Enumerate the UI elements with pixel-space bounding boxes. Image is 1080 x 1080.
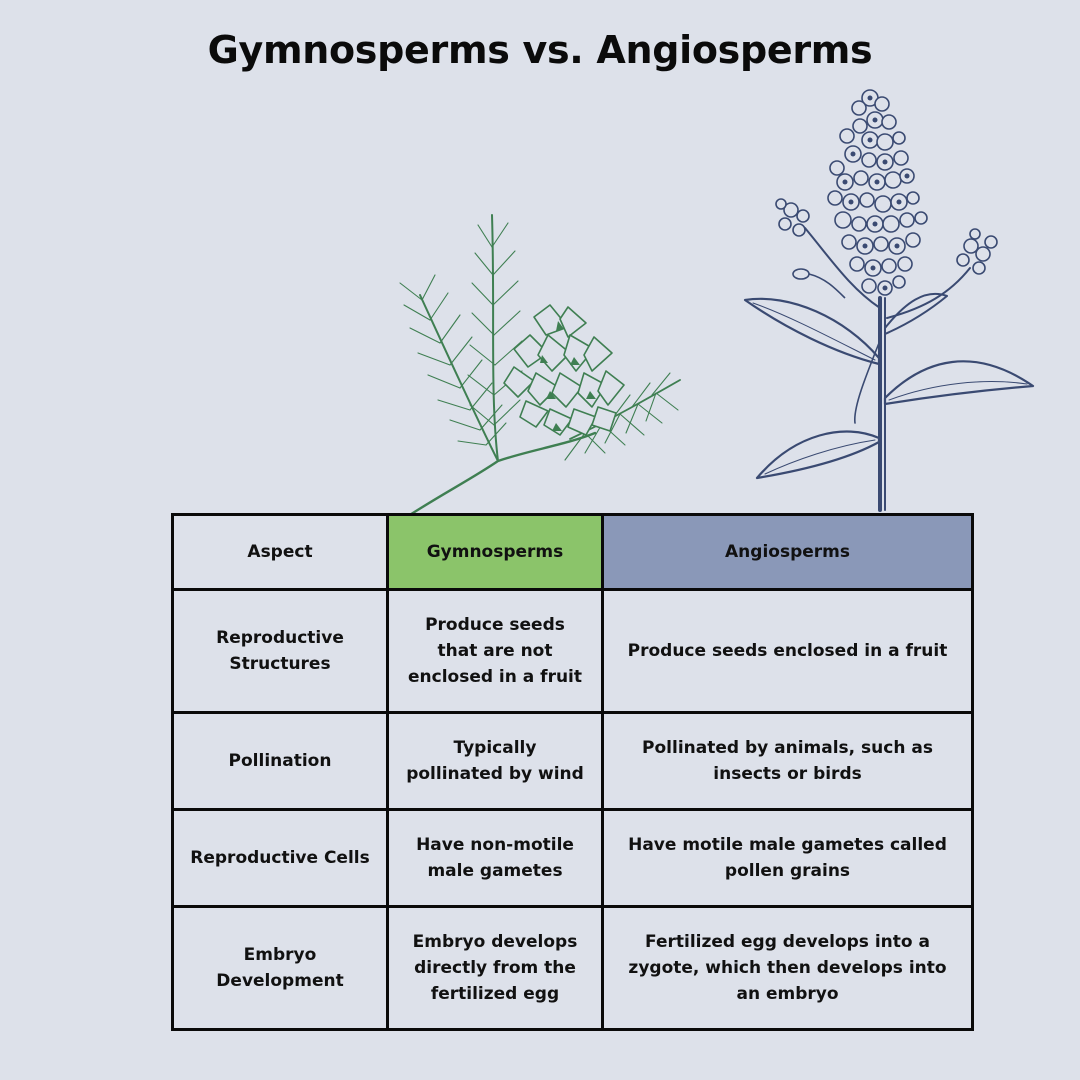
header-gymnosperms: Gymnosperms xyxy=(386,513,604,591)
angiosperms-cell: Pollinated by animals, such as insects o… xyxy=(601,711,974,811)
gymnosperms-cell: Typically pollinated by wind xyxy=(386,711,604,811)
gymnosperms-cell: Produce seeds that are not enclosed in a… xyxy=(386,588,604,714)
angiosperms-cell: Produce seeds enclosed in a fruit xyxy=(601,588,974,714)
angiosperms-cell: Fertilized egg develops into a zygote, w… xyxy=(601,905,974,1031)
pine-branch-with-cone-icon xyxy=(399,214,681,522)
gymnosperms-cell: Have non-motile male gametes xyxy=(386,808,604,908)
table-row: Reproductive Cells Have non-motile male … xyxy=(171,808,974,908)
page-title: Gymnosperms vs. Angiosperms xyxy=(207,28,873,72)
comparison-table: Aspect Gymnosperms Angiosperms Reproduct… xyxy=(171,513,974,1031)
table-row: Pollination Typically pollinated by wind… xyxy=(171,711,974,811)
header-angiosperms: Angiosperms xyxy=(601,513,974,591)
gymnosperms-cell: Embryo develops directly from the fertil… xyxy=(386,905,604,1031)
aspect-cell: Pollination xyxy=(171,711,389,811)
flowering-plant-spike-icon xyxy=(743,89,1035,512)
aspect-cell: Reproductive Cells xyxy=(171,808,389,908)
table-row: Reproductive Structures Produce seeds th… xyxy=(171,588,974,714)
aspect-cell: Reproductive Structures xyxy=(171,588,389,714)
table-header-row: Aspect Gymnosperms Angiosperms xyxy=(171,513,974,591)
header-aspect: Aspect xyxy=(171,513,389,591)
aspect-cell: Embryo Development xyxy=(171,905,389,1031)
angiosperms-cell: Have motile male gametes called pollen g… xyxy=(601,808,974,908)
table-row: Embryo Development Embryo develops direc… xyxy=(171,905,974,1031)
